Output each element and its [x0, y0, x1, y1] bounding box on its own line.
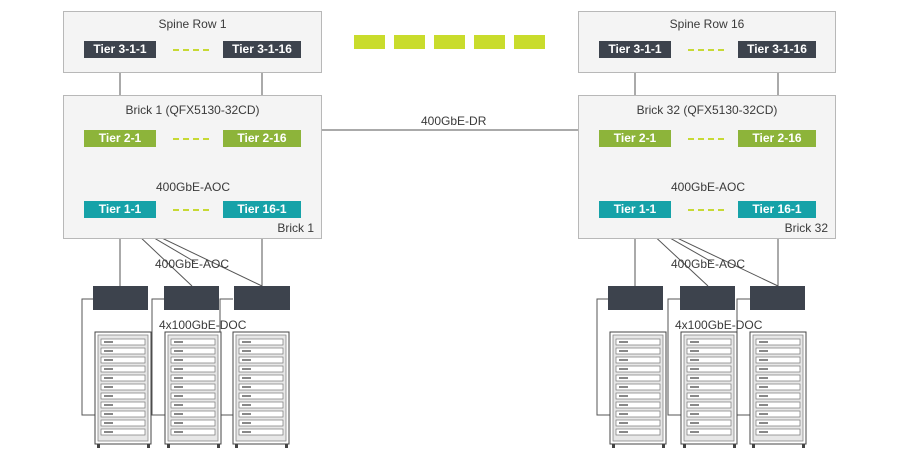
spine-right-node-b[interactable]: Tier 3-1-16 — [738, 41, 816, 58]
ellipsis-bar-4 — [474, 35, 505, 49]
spine-left-dots — [173, 49, 209, 51]
server-bracket-left — [81, 298, 95, 416]
spine-right-node-a[interactable]: Tier 3-1-1 — [599, 41, 671, 58]
server-rack-right-1 — [609, 331, 667, 445]
ellipsis-bar-3 — [434, 35, 465, 49]
brick-right-caption: Brick 32 — [784, 221, 828, 235]
brick-left-tier2-b[interactable]: Tier 2-16 — [223, 130, 301, 147]
tor-switch-right-1 — [608, 286, 663, 310]
spine-row-left-title: Spine Row 1 — [158, 17, 227, 31]
brick-left-tier2-dots — [173, 138, 209, 140]
tor-switch-left-3 — [234, 286, 290, 310]
spine-right-dots — [688, 49, 724, 51]
spine-row-right-title: Spine Row 16 — [669, 17, 745, 31]
brick-right-aoc-label: 400GbE-AOC — [671, 180, 746, 194]
rack-right-aoc-label: 400GbE-AOC — [671, 257, 746, 271]
spine-left-node-a[interactable]: Tier 3-1-1 — [84, 41, 156, 58]
brick-right-tier1-b[interactable]: Tier 16-1 — [738, 201, 816, 218]
brick-left-tier2-a[interactable]: Tier 2-1 — [84, 130, 156, 147]
tor-switch-left-2 — [164, 286, 219, 310]
rack-right-doc-label: 4x100GbE-DOC — [675, 318, 763, 332]
rack-left-aoc-label: 400GbE-AOC — [155, 257, 230, 271]
server-rack-left-3 — [232, 331, 290, 445]
brick-left-tier1-a[interactable]: Tier 1-1 — [84, 201, 156, 218]
server-bracket-right-2 — [667, 298, 681, 416]
brick-right-title: Brick 32 (QFX5130-32CD) — [636, 103, 778, 117]
rack-left-doc-label: 4x100GbE-DOC — [159, 318, 247, 332]
tor-switch-right-3 — [750, 286, 805, 310]
brick-right-tier2-b[interactable]: Tier 2-16 — [738, 130, 816, 147]
brick-right-tier1-dots — [688, 209, 724, 211]
brick-left-title: Brick 1 (QFX5130-32CD) — [125, 103, 260, 117]
server-rack-right-3 — [749, 331, 807, 445]
spine-left-node-b[interactable]: Tier 3-1-16 — [223, 41, 301, 58]
server-bracket-right — [596, 298, 610, 416]
tor-switch-right-2 — [680, 286, 735, 310]
server-rack-left-1 — [94, 331, 152, 445]
server-bracket-left-2 — [151, 298, 165, 416]
brick-right-tier2-a[interactable]: Tier 2-1 — [599, 130, 671, 147]
brick-left-tier1-b[interactable]: Tier 16-1 — [223, 201, 301, 218]
tor-switch-left-1 — [93, 286, 148, 310]
brick-left-caption: Brick 1 — [277, 221, 314, 235]
brick-left-aoc-label: 400GbE-AOC — [156, 180, 231, 194]
brick-right-tier1-a[interactable]: Tier 1-1 — [599, 201, 671, 218]
brick-left-tier1-dots — [173, 209, 209, 211]
ellipsis-bar-1 — [354, 35, 385, 49]
dr-link-label: 400GbE-DR — [421, 114, 487, 128]
ellipsis-bar-2 — [394, 35, 425, 49]
brick-right-tier2-dots — [688, 138, 724, 140]
ellipsis-bar-5 — [514, 35, 545, 49]
server-rack-left-2 — [164, 331, 222, 445]
server-rack-right-2 — [680, 331, 738, 445]
